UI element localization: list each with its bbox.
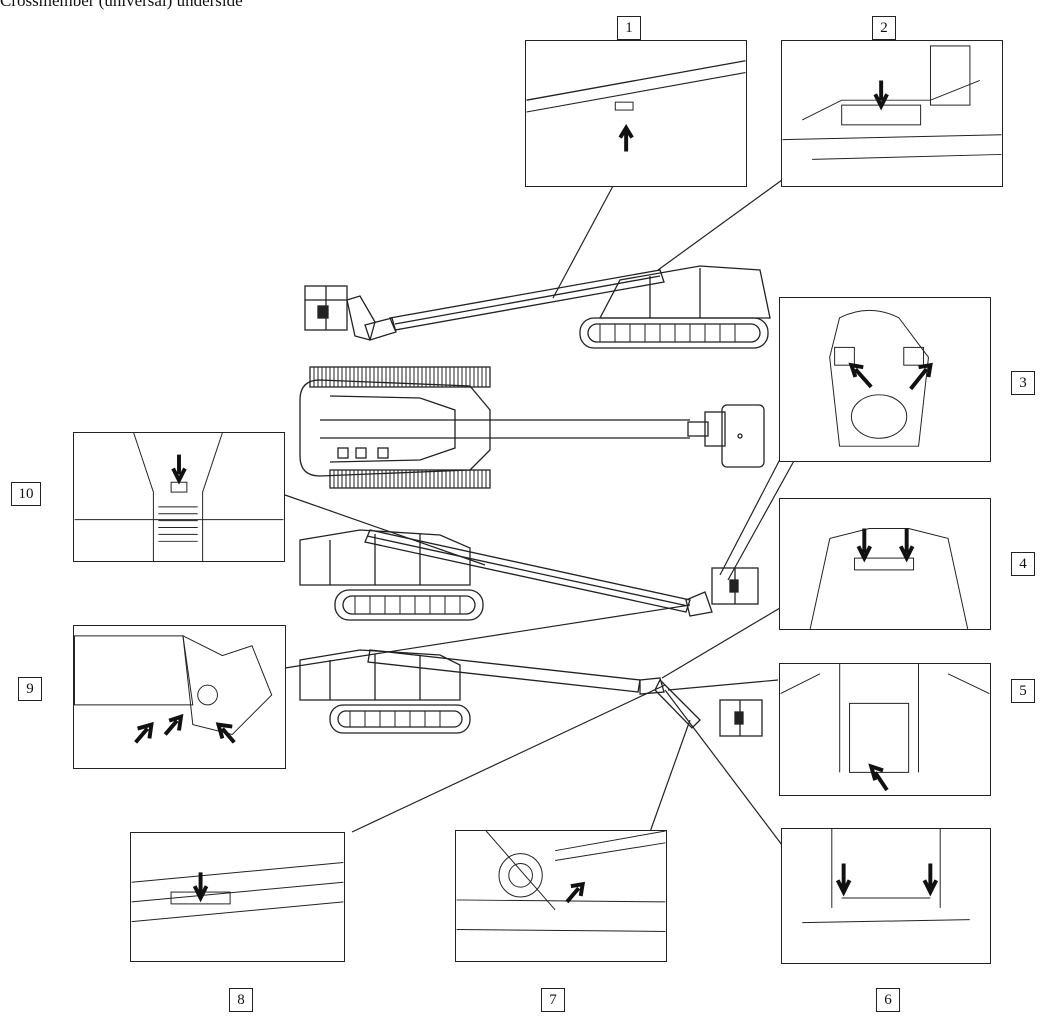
- leader-line-3a: [719, 439, 791, 576]
- callout-label-2: 2: [872, 16, 896, 40]
- callout-label-3: 3: [1011, 371, 1035, 395]
- arrow-icon: [922, 863, 939, 897]
- arrow-icon: [215, 722, 236, 744]
- arrow-icon: [134, 721, 154, 744]
- detail-panel-7: [455, 830, 667, 962]
- callout-label-8: 8: [229, 988, 253, 1012]
- detail-panel-10: [73, 432, 285, 562]
- leader-line-8: [351, 684, 666, 833]
- leader-line-4: [661, 604, 786, 679]
- arrow-icon: [868, 763, 889, 792]
- machine-top-view: [299, 366, 765, 489]
- machine-side-view-top: [304, 265, 771, 349]
- callout-label-5: 5: [1011, 679, 1035, 703]
- detail-panel-8: [130, 832, 345, 962]
- header-caption: Crossmember (universal) underside: [0, 0, 243, 10]
- arrow-icon: [192, 872, 209, 903]
- leader-line-2: [657, 179, 783, 271]
- arrow-icon: [848, 362, 873, 389]
- arrow-icon: [909, 362, 933, 391]
- detail-panel-6: [781, 828, 991, 964]
- leader-line-10: [284, 494, 486, 566]
- detail-panel-1: [525, 40, 747, 187]
- callout-label-9: 9: [18, 677, 42, 701]
- leader-line-7: [649, 719, 691, 833]
- detail-panel-3: [779, 297, 991, 462]
- detail-panel-9: [73, 625, 286, 769]
- leader-line-9: [284, 604, 691, 669]
- machine-side-view-middle: [299, 529, 759, 621]
- arrow-icon: [618, 123, 634, 152]
- callout-label-10: 10: [11, 482, 41, 506]
- callout-label-7: 7: [541, 988, 565, 1012]
- machine-side-view-bottom: [299, 649, 763, 737]
- arrow-icon: [873, 80, 889, 111]
- leader-line-6: [664, 689, 783, 846]
- arrow-icon: [565, 881, 586, 904]
- arrow-icon: [171, 454, 187, 485]
- arrow-icon: [835, 863, 852, 897]
- callout-label-1: 1: [617, 16, 641, 40]
- callout-label-6: 6: [876, 988, 900, 1012]
- callout-label-4: 4: [1011, 552, 1035, 576]
- arrow-icon: [898, 528, 915, 563]
- leader-line-5: [667, 679, 779, 691]
- detail-panel-4: [779, 498, 991, 630]
- leader-line-3b: [727, 449, 801, 581]
- arrow-icon: [856, 528, 872, 563]
- leader-line-1: [552, 185, 614, 299]
- arrow-icon: [163, 713, 184, 736]
- detail-panel-5: [779, 663, 991, 796]
- detail-panel-2: [781, 40, 1003, 187]
